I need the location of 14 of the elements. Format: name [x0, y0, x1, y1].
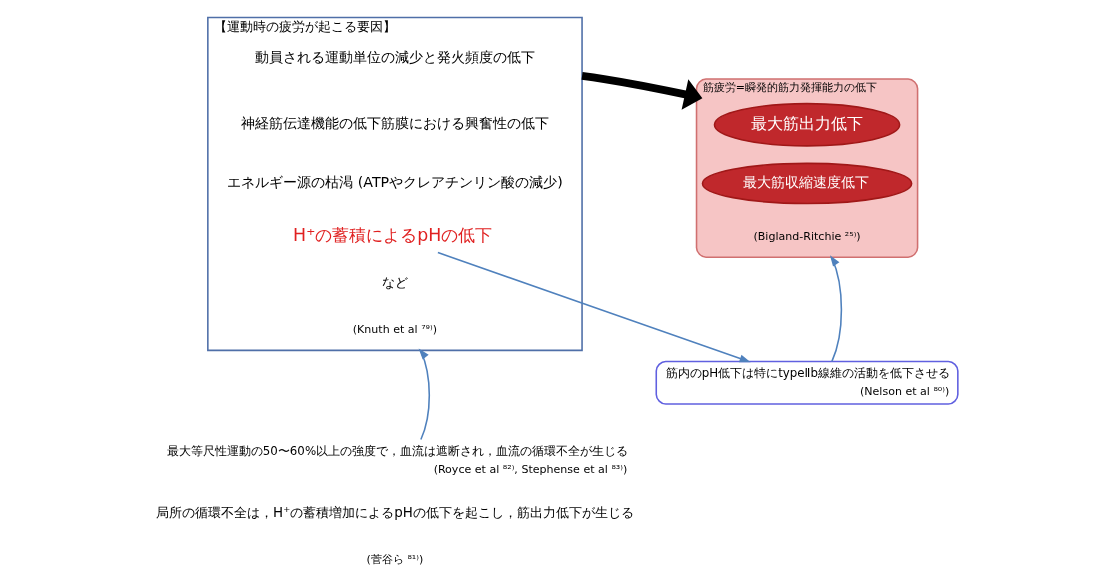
arrow [829, 255, 843, 363]
node-ellipse: 最大筋出力低下 [713, 102, 901, 147]
node-box: 筋内のpH低下は特にtypeⅡb線維の活動を低下させる (Nelson et al ⁸⁰⁾) [655, 360, 959, 405]
arrow [437, 251, 751, 363]
node-label: (Bigland-Ritchie ²⁵⁾) [753, 229, 861, 243]
label: (菅谷ら ⁸¹⁾) [366, 552, 424, 566]
node-text: H⁺の蓄積によるpHの低下 [293, 225, 493, 246]
node-text: 最大等尺性運動の50〜60%以上の強度で，血流は遮断され，血流の循環不全が生じる [166, 444, 629, 459]
arrow [418, 348, 431, 441]
label: 局所の循環不全は，H⁺の蓄積増加によるpHの低下を起こし，筋出力低下が生じる [156, 505, 634, 521]
arrow [581, 71, 703, 110]
node-label: (Royce et al ⁸²⁾, Stephense et al ⁸³⁾) [433, 462, 628, 476]
node-ellipse: 最大筋収縮速度低下 [701, 162, 913, 205]
node-label: (Knuth et al ⁷⁹⁾) [352, 322, 438, 336]
